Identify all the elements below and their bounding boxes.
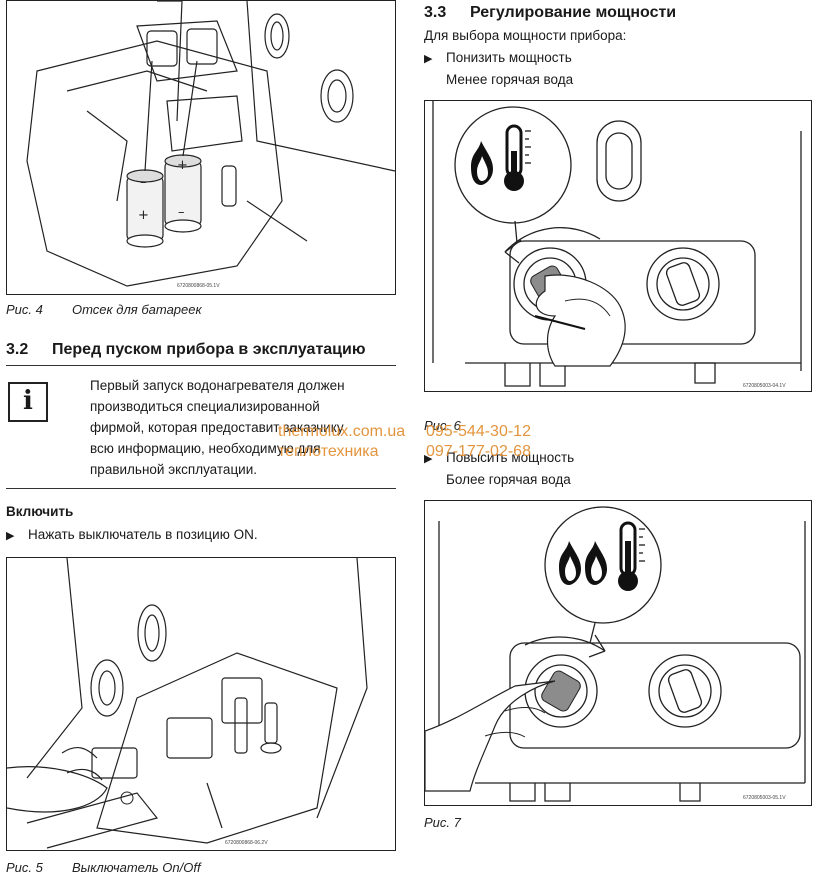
figure-6-lower-power: 6720805003-04.1V <box>424 100 812 392</box>
figure-id: 6720800868-05.1V <box>177 283 220 289</box>
lower-power-bullet: ▶Понизить мощность <box>424 50 572 65</box>
divider <box>6 488 396 489</box>
lower-power-illustration <box>432 101 802 387</box>
switch-on-heading: Включить <box>6 504 74 519</box>
figure-id: 6720805003-05.1V <box>743 795 786 801</box>
battery-compartment-illustration: – + + – <box>26 1 396 287</box>
figure-5-on-off-switch: 6720800868-06.2V <box>6 557 396 851</box>
svg-text:–: – <box>140 175 147 190</box>
figure-7-raise-power: 6720805003-05.1V <box>424 500 812 806</box>
figure-id: 6720805003-04.1V <box>743 383 786 389</box>
svg-text:–: – <box>178 205 185 220</box>
figure-6-caption: Рис. 6 <box>424 418 461 433</box>
figure-id: 6720800868-06.2V <box>225 840 268 846</box>
lower-power-sub: Менее горячая вода <box>446 72 574 87</box>
watermark-label: теплотехника <box>278 443 379 460</box>
watermark-site: thermolux.com.ua <box>278 423 406 440</box>
info-text: Первый запуск водонагревателя должен про… <box>90 378 345 477</box>
watermark-phone-2: 097-177-02-68 <box>426 443 531 460</box>
svg-text:+: + <box>138 208 149 223</box>
divider <box>6 365 396 366</box>
raise-power-sub: Более горячая вода <box>446 472 571 487</box>
raise-power-bullet: ▶Повысить мощность <box>424 450 575 465</box>
power-intro: Для выбора мощности прибора: <box>424 28 627 43</box>
raise-power-illustration <box>425 506 806 802</box>
svg-text:+: + <box>177 158 188 173</box>
watermark-phone-1: 095-544-30-12 <box>426 423 531 440</box>
figure-7-caption: Рис. 7 <box>424 815 461 830</box>
info-icon: i <box>8 382 48 422</box>
figure-4-battery-compartment: – + + – 6720800868-05.1V <box>6 0 396 295</box>
switch-on-bullet: ▶Нажать выключатель в позицию ON. <box>6 527 258 542</box>
on-off-switch-illustration <box>7 558 368 849</box>
